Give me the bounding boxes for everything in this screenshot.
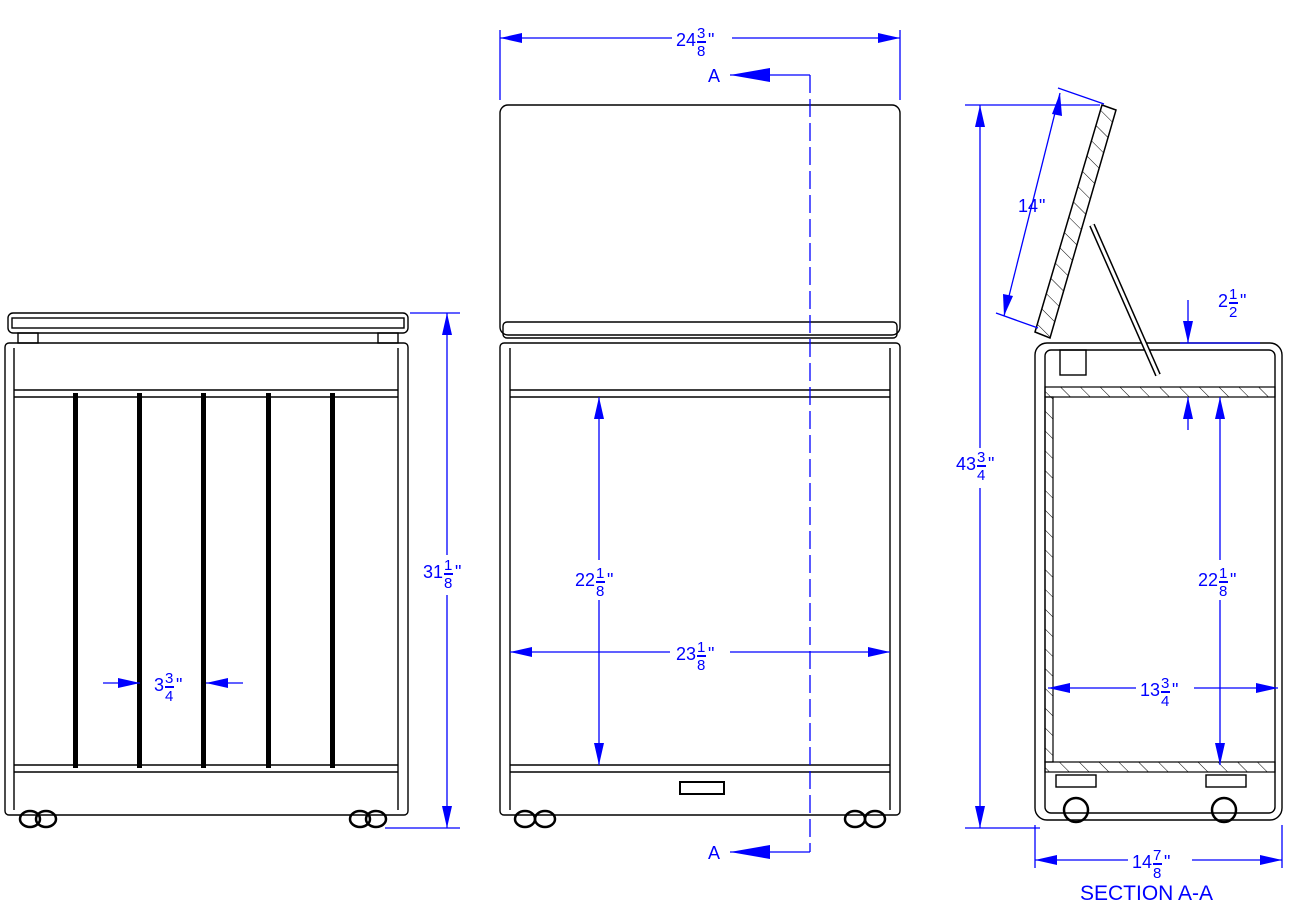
dim-fraction-numerator: 3 (977, 449, 985, 466)
dim-fraction-numerator: 1 (1219, 565, 1227, 582)
dim-unit: " (1230, 570, 1236, 590)
dim-fraction-denominator: 8 (444, 575, 452, 592)
dim-fraction-numerator: 1 (596, 565, 604, 582)
dim-fraction-numerator: 1 (444, 557, 452, 574)
dim-lid-length-whole: 14 (1018, 196, 1038, 216)
dim-unit: " (607, 570, 613, 590)
dim-fraction-denominator: 2 (1229, 304, 1237, 321)
dim-fraction-numerator: 1 (1229, 286, 1237, 303)
dim-overall-depth-whole: 14 (1132, 852, 1152, 872)
casters-open (513, 809, 887, 829)
section-mark-bottom: A (708, 843, 720, 863)
dim-fraction-denominator: 4 (977, 467, 985, 484)
dim-fraction-numerator: 3 (697, 25, 705, 42)
dim-unit: " (708, 644, 714, 664)
dim-unit: " (988, 454, 994, 474)
dim-fraction-denominator: 8 (697, 43, 705, 60)
dim-unit: " (1240, 291, 1246, 311)
dim-front-height-whole: 31 (423, 562, 443, 582)
dim-fraction-numerator: 3 (165, 670, 173, 687)
section-title: SECTION A-A (1080, 882, 1213, 905)
front-view-closed (4, 312, 409, 829)
slats (73, 393, 335, 768)
dim-fraction-denominator: 4 (1161, 693, 1169, 710)
dim-unit: " (708, 30, 714, 50)
dim-inner-height-front-whole: 22 (575, 570, 595, 590)
dim-unit: " (1164, 852, 1170, 872)
handle-icon (679, 781, 725, 795)
dim-fraction-numerator: 1 (697, 639, 705, 656)
dim-fraction-denominator: 4 (165, 688, 173, 705)
dim-overall-height-whole: 43 (956, 454, 976, 474)
dim-inner-width-whole: 23 (676, 644, 696, 664)
dim-unit: " (455, 562, 461, 582)
dim-fraction-denominator: 8 (697, 657, 705, 674)
section-view (1034, 104, 1283, 824)
front-view-open (499, 75, 901, 852)
dim-unit: " (1172, 680, 1178, 700)
dim-unit: " (1039, 196, 1045, 216)
dim-unit: " (176, 675, 182, 695)
casters-front (18, 809, 388, 829)
dim-overall-width-whole: 24 (676, 30, 696, 50)
dim-slat-spacing-whole: 3 (154, 675, 164, 695)
dim-fraction-denominator: 8 (1219, 583, 1227, 600)
section-mark-top: A (708, 66, 720, 86)
dim-fraction-denominator: 8 (1153, 865, 1161, 882)
dim-fraction-denominator: 8 (596, 583, 604, 600)
dim-inner-height-section-whole: 22 (1198, 570, 1218, 590)
dim-fraction-numerator: 7 (1153, 847, 1161, 864)
dim-inner-depth-whole: 13 (1140, 680, 1160, 700)
dim-top-rail-whole: 2 (1218, 291, 1228, 311)
dim-fraction-numerator: 3 (1161, 675, 1169, 692)
